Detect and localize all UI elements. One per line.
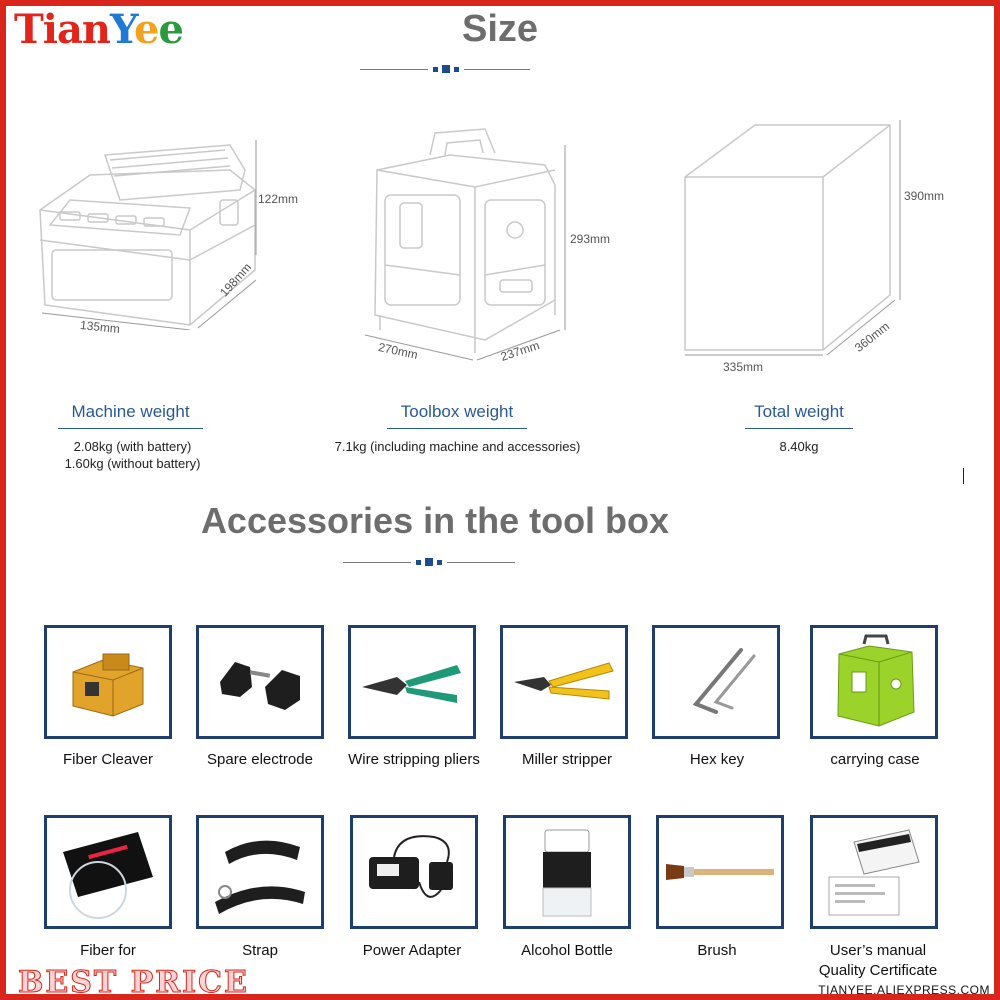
accessories-title: Accessories in the tool box — [200, 500, 670, 541]
label-strap: Strap — [242, 942, 278, 959]
card-carrying-case[interactable] — [810, 625, 938, 739]
card-strap[interactable] — [196, 815, 324, 929]
card-miller-stripper[interactable] — [500, 625, 628, 739]
toolbox-weight-value: 7.1kg (including machine and accessories… — [334, 439, 581, 454]
fiber-icon — [63, 832, 153, 919]
label-manual: User’s manual Quality Certificate — [818, 942, 938, 979]
label-brush: Brush — [697, 942, 737, 959]
card-spare-electrode[interactable] — [196, 625, 324, 739]
spare-electrode-icon — [220, 662, 300, 710]
label-spare-electrode: Spare electrode — [207, 751, 313, 768]
strap-icon — [215, 840, 305, 914]
label-fiber: Fiber for — [80, 942, 136, 959]
accessories-divider — [343, 557, 515, 569]
manual-icon — [828, 829, 920, 916]
box-height-dim: 390mm — [904, 189, 945, 203]
store-url: TIANYEE.ALIEXPRESS.COM — [818, 983, 990, 997]
machine-weight-title: Machine weight — [58, 402, 203, 429]
label-carrying-case: carrying case — [830, 751, 920, 768]
machine-height-dim: 122mm — [258, 192, 299, 206]
label-miller-stripper: Miller stripper — [521, 751, 612, 768]
power-adapter-icon — [369, 835, 453, 898]
card-hex-key[interactable] — [652, 625, 780, 739]
card-power-adapter[interactable] — [350, 815, 478, 929]
box-width-dim: 335mm — [723, 360, 764, 374]
shipping-box-illustration — [684, 120, 901, 356]
size-title: Size — [461, 8, 539, 50]
brush-icon — [666, 864, 774, 880]
label-power-adapter: Power Adapter — [362, 942, 462, 959]
machine-width-dim: 135mm — [79, 317, 121, 337]
total-weight-title: Total weight — [745, 402, 853, 429]
label-hex-key: Hex key — [689, 751, 745, 768]
size-divider — [360, 64, 530, 76]
card-wire-stripping-pliers[interactable] — [348, 625, 476, 739]
text-cursor — [963, 468, 964, 484]
label-alcohol-bottle: Alcohol Bottle — [521, 942, 613, 959]
hex-key-icon — [692, 648, 756, 714]
toolbox-weight-title: Toolbox weight — [387, 402, 527, 429]
card-manual[interactable] — [810, 815, 938, 929]
wire-stripping-pliers-icon — [362, 665, 461, 703]
fiber-cleaver-icon — [72, 653, 144, 717]
best-price-banner: BEST PRICE — [18, 965, 249, 1000]
toolbox-height-dim: 293mm — [570, 232, 611, 246]
total-weight-value: 8.40kg — [779, 439, 819, 454]
card-brush[interactable] — [656, 815, 784, 929]
label-wire-stripping-pliers: Wire stripping pliers — [348, 751, 480, 768]
fusion-splicer-illustration — [39, 140, 257, 330]
carrying-case-icon — [837, 634, 915, 727]
alcohol-bottle-icon — [542, 829, 592, 917]
machine-weight-value: 2.08kg (with battery) 1.60kg (without ba… — [64, 439, 201, 471]
miller-stripper-icon — [514, 662, 614, 700]
label-fiber-cleaver: Fiber Cleaver — [62, 751, 154, 768]
card-fiber-cleaver[interactable] — [44, 625, 172, 739]
toolbox-illustration — [364, 128, 566, 361]
card-fiber[interactable] — [44, 815, 172, 929]
brand-logo: TianYee — [14, 6, 184, 53]
card-alcohol-bottle[interactable] — [503, 815, 631, 929]
